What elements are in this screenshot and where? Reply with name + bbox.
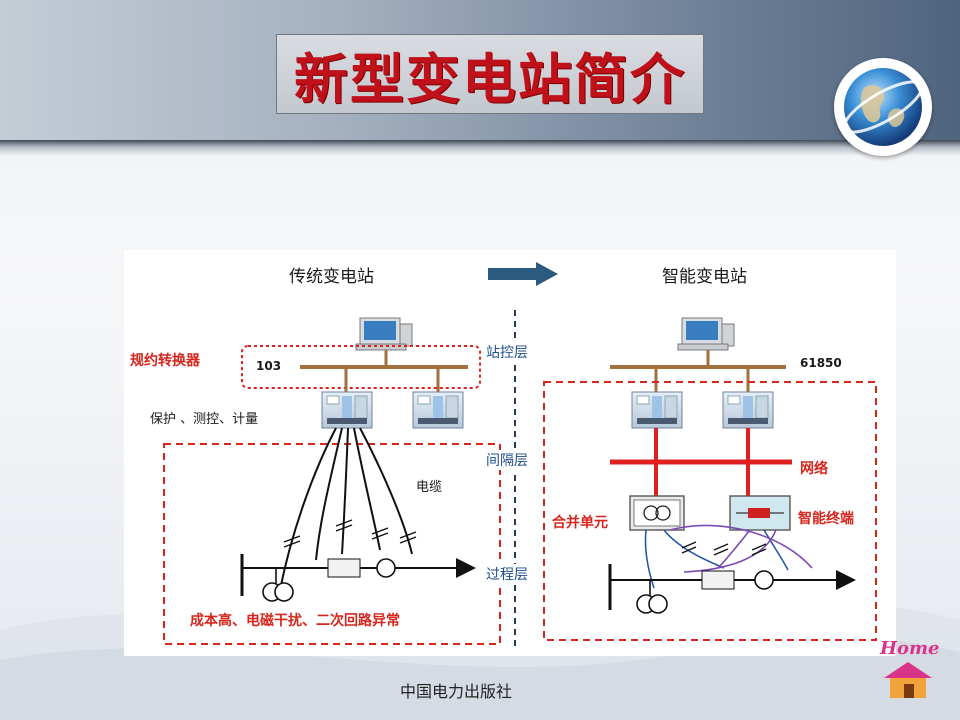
protocol-converter-label: 规约转换器 bbox=[130, 353, 200, 369]
globe-icon bbox=[834, 58, 932, 156]
layer-station-label: 站控层 bbox=[486, 342, 528, 362]
ct-smart bbox=[754, 570, 774, 590]
protection-device-traditional-2 bbox=[412, 391, 464, 429]
smart-terminal-device bbox=[729, 495, 791, 531]
protection-device-smart-1 bbox=[631, 391, 683, 429]
merging-unit-device bbox=[629, 495, 685, 531]
pt-smart bbox=[636, 594, 668, 614]
drawback-label: 成本高、电磁干扰、二次回路异常 bbox=[190, 613, 400, 629]
protection-device-smart-2 bbox=[722, 391, 774, 429]
merging-unit-label: 合并单元 bbox=[552, 515, 608, 531]
breaker-smart bbox=[701, 570, 735, 590]
home-icon[interactable]: Home bbox=[878, 638, 940, 702]
ct-traditional bbox=[376, 558, 396, 578]
layer-process-label: 过程层 bbox=[486, 564, 528, 584]
substation-diagram: 传统变电站 智能变电站 站控层 间隔层 过程层 规约转换器 103 保护 、测控… bbox=[124, 250, 896, 656]
protocol-103-label: 103 bbox=[256, 359, 282, 373]
slide-title: 新型变电站简介 bbox=[294, 47, 686, 111]
arrow-right-icon bbox=[488, 262, 558, 286]
home-label: Home bbox=[880, 638, 940, 659]
header-shadow bbox=[0, 140, 960, 156]
title-box: 新型变电站简介 bbox=[276, 34, 704, 114]
network-label: 网络 bbox=[800, 461, 828, 477]
smart-title: 智能变电站 bbox=[662, 267, 747, 287]
pt-traditional bbox=[262, 582, 294, 602]
smart-terminal-label: 智能终端 bbox=[798, 511, 854, 527]
breaker-traditional bbox=[327, 558, 361, 578]
protocol-converter-box bbox=[241, 345, 481, 389]
traditional-title: 传统变电站 bbox=[289, 267, 374, 287]
layer-bay-label: 间隔层 bbox=[486, 450, 528, 470]
protocol-61850-label: 61850 bbox=[800, 356, 842, 370]
publisher-footer: 中国电力出版社 bbox=[400, 682, 513, 701]
cable-label: 电缆 bbox=[416, 480, 443, 495]
smart-area-box bbox=[543, 381, 877, 641]
computer-icon-smart bbox=[677, 317, 735, 351]
cable-area-box bbox=[163, 443, 501, 645]
protection-device-traditional-1 bbox=[321, 391, 373, 429]
devices-label: 保护 、测控、计量 bbox=[150, 412, 259, 427]
